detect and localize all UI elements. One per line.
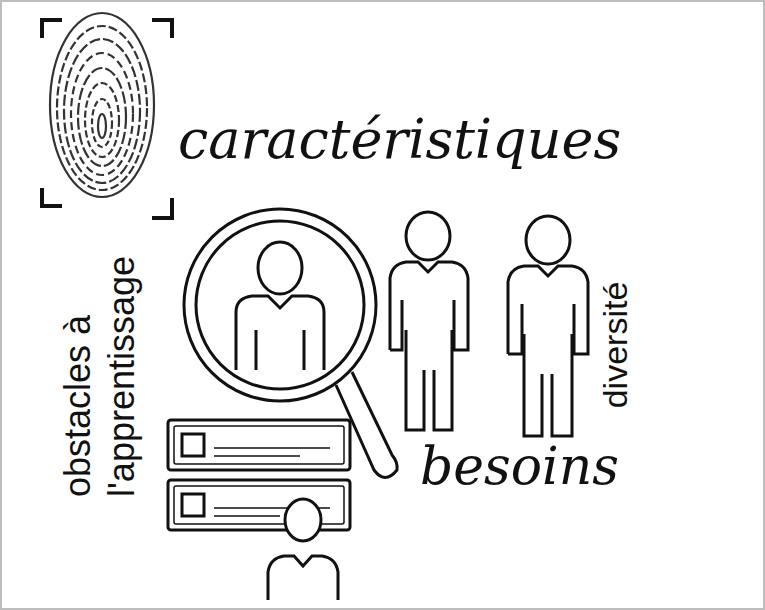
heading-word: caractéristiques xyxy=(178,108,621,171)
corner-brackets xyxy=(42,20,172,218)
vertical-label: obstacles à l'apprentissage xyxy=(56,213,144,497)
small-person xyxy=(268,499,338,600)
vertical-label: diversité xyxy=(595,250,635,440)
magnifier xyxy=(184,209,397,478)
fingerprint xyxy=(50,13,154,197)
standing-person xyxy=(508,216,588,436)
standing-person xyxy=(390,212,468,430)
heading-word: besoins xyxy=(420,436,619,496)
file-stack xyxy=(168,420,350,530)
person-in-lens xyxy=(236,242,324,370)
